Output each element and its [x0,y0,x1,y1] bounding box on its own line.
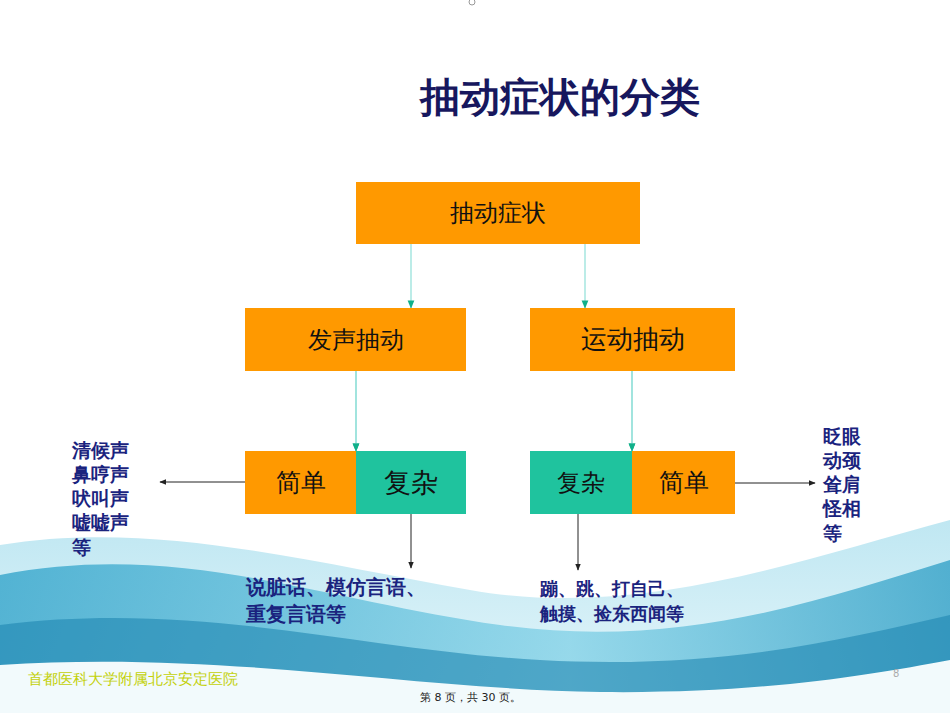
connector-arrow [584,244,585,308]
wave [0,520,950,713]
box-label: 运动抽动 [581,322,685,357]
category-box: 运动抽动 [530,308,735,371]
box-label: 简单 [659,466,709,499]
category-box: 简单 [245,451,356,514]
box-label: 复杂 [384,465,438,501]
connector-arrow [355,371,356,451]
category-box: 复杂 [356,451,466,514]
footer-text: 首都医科大学附属北京安定医院 [28,670,328,688]
connector-arrow [631,371,632,451]
wave [0,560,950,713]
category-box: 复杂 [530,451,632,514]
category-box: 发声抽动 [245,308,466,371]
box-label: 复杂 [557,467,605,499]
slide-title: 抽动症状的分类 [360,70,760,125]
footer-text: 第 8 页，共 30 页。 [420,691,560,704]
example-list: 蹦、跳、打自己、 触摸、捡东西闻等 [540,576,720,626]
box-label: 抽动症状 [450,197,546,229]
example-list: 眨眼 动颈 耸肩 怪相 等 [823,424,879,545]
wave [0,660,950,713]
category-box: 抽动症状 [356,182,640,244]
example-list: 清候声 鼻哼声 吠叫声 嘘嘘声 等 [72,438,150,559]
leader-arrow [735,483,815,484]
leader-arrow [411,514,412,568]
connector-arrow [410,244,411,308]
connector-arrow [355,371,356,451]
wave [0,615,950,713]
category-box: 简单 [632,451,735,514]
leader-arrow [578,514,579,570]
leader-arrow [160,482,245,483]
box-label: 发声抽动 [308,324,404,356]
top-mark [469,0,475,5]
connector-arrow [631,371,632,451]
box-label: 简单 [276,466,326,499]
example-list: 说脏话、模仿言语、 重复言语等 [246,574,461,628]
footer-text: 8 [893,668,913,680]
